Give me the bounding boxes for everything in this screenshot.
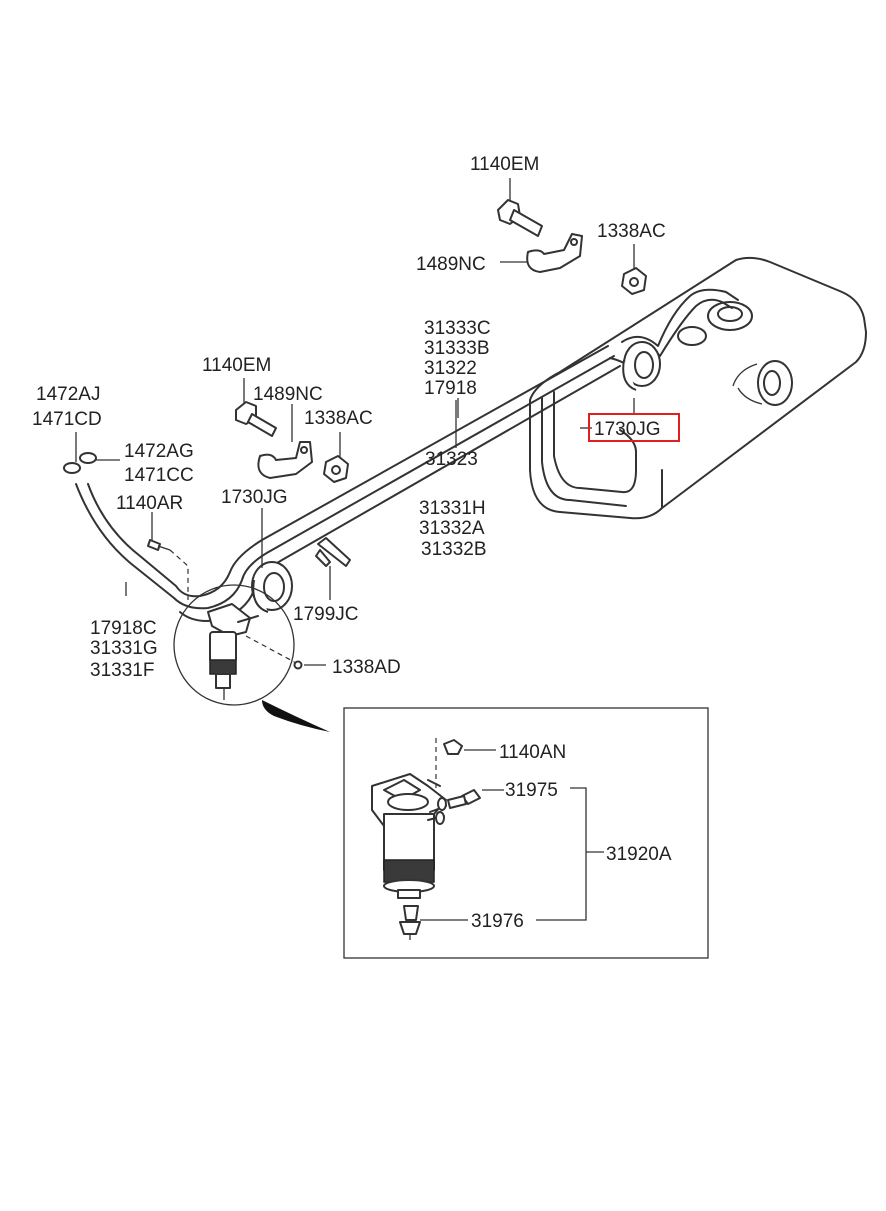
label-1140em-top: 1140EM	[470, 154, 539, 175]
label-1489nc-top: 1489NC	[416, 254, 486, 275]
label-17918c: 17918C	[90, 618, 157, 639]
label-31323: 31323	[425, 449, 478, 470]
filter-detail-circle	[173, 584, 303, 706]
screw-icon	[147, 539, 189, 600]
filler-cap-icon	[732, 360, 793, 406]
label-1489nc-mid: 1489NC	[253, 384, 323, 405]
label-1140em-mid: 1140EM	[202, 355, 271, 376]
detail-box	[343, 707, 709, 959]
hose-caps-icon	[63, 452, 97, 474]
fuel-sender-icon	[677, 301, 753, 346]
label-31976: 31976	[471, 911, 524, 932]
bracket-mid-icon	[257, 441, 313, 479]
label-1730jg-left: 1730JG	[221, 487, 288, 508]
label-31331f: 31331F	[90, 660, 154, 681]
grommet-clamp-left	[251, 561, 293, 613]
label-1730jg-right: 1730JG	[594, 419, 661, 440]
label-1472ag: 1472AG	[124, 441, 194, 462]
bolt-icon	[497, 199, 543, 237]
label-1471cd: 1471CD	[32, 409, 102, 430]
nut-mid-icon	[323, 455, 349, 483]
label-1472aj: 1472AJ	[36, 384, 100, 405]
label-1140an: 1140AN	[499, 742, 566, 763]
label-31332b: 31332B	[421, 539, 487, 560]
label-31333b: 31333B	[424, 338, 490, 359]
label-1140ar: 1140AR	[116, 493, 183, 514]
label-31331g: 31331G	[90, 638, 158, 659]
highlight-box	[588, 413, 680, 442]
label-1471cc: 1471CC	[124, 465, 194, 486]
grommet-clamp-right	[622, 341, 661, 391]
detail-arrow-icon	[262, 700, 330, 732]
bolt-mid-icon	[235, 401, 277, 437]
label-31332a: 31332A	[419, 518, 485, 539]
bracket-icon	[526, 233, 583, 273]
label-31333c: 31333C	[424, 318, 491, 339]
leader-lines	[75, 178, 635, 921]
label-1338ad: 1338AD	[332, 657, 401, 678]
label-31322: 31322	[424, 358, 477, 379]
label-31920a: 31920A	[606, 844, 672, 865]
label-1799jc: 1799JC	[293, 604, 359, 625]
fuel-tank	[529, 256, 867, 520]
label-1338ac-mid: 1338AC	[304, 408, 373, 429]
label-1338ac-top: 1338AC	[597, 221, 666, 242]
part-labels: 1140EM 1338AC 1489NC 31333C 31333B 31322…	[32, 154, 680, 932]
label-31331h: 31331H	[419, 498, 486, 519]
hose-clip-icon	[315, 537, 351, 567]
nut-icon	[621, 267, 647, 295]
label-31975: 31975	[505, 780, 558, 801]
label-17918: 17918	[424, 378, 477, 399]
